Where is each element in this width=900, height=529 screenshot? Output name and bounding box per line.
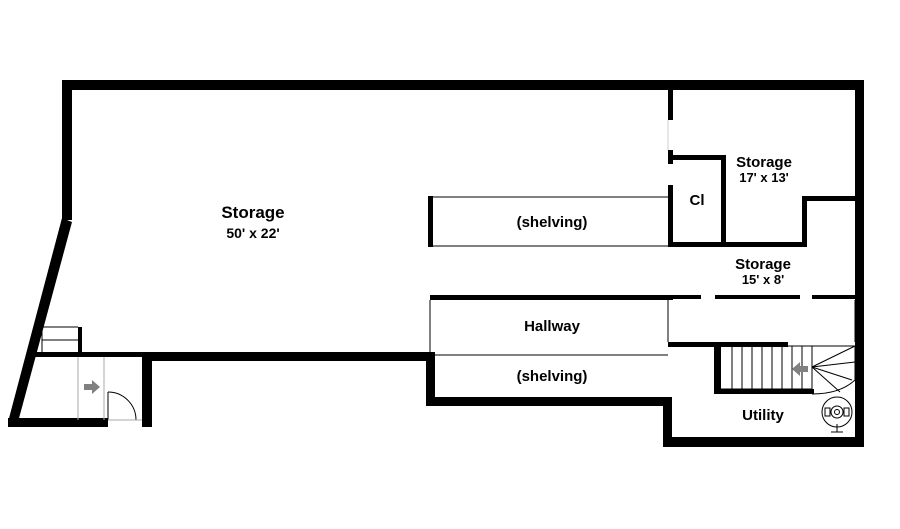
room-name-closet: Cl: [690, 192, 705, 209]
interior-walls: [428, 88, 860, 394]
room-name-shelving-upper: (shelving): [517, 214, 588, 231]
stair-arrow-icon: [84, 380, 100, 394]
stairs-utility: [721, 345, 856, 395]
stair-arrow-icon: [792, 362, 808, 376]
room-dims-storage-main: 50' x 22': [226, 225, 279, 241]
stairs-left: [41, 326, 142, 421]
room-name-utility: Utility: [742, 407, 784, 424]
room-name-storage-main: Storage: [221, 203, 284, 222]
room-name-shelving-lower: (shelving): [517, 368, 588, 385]
room-dims-storage-e: 15' x 8': [742, 272, 784, 287]
room-name-storage-e: Storage: [735, 256, 791, 273]
room-dims-storage-ne: 17' x 13': [739, 170, 789, 185]
thin-lines: [429, 120, 856, 356]
water-heater-icon: [821, 396, 853, 433]
room-name-storage-ne: Storage: [736, 154, 792, 171]
room-name-hallway: Hallway: [524, 318, 581, 335]
exterior-walls: [8, 80, 864, 447]
